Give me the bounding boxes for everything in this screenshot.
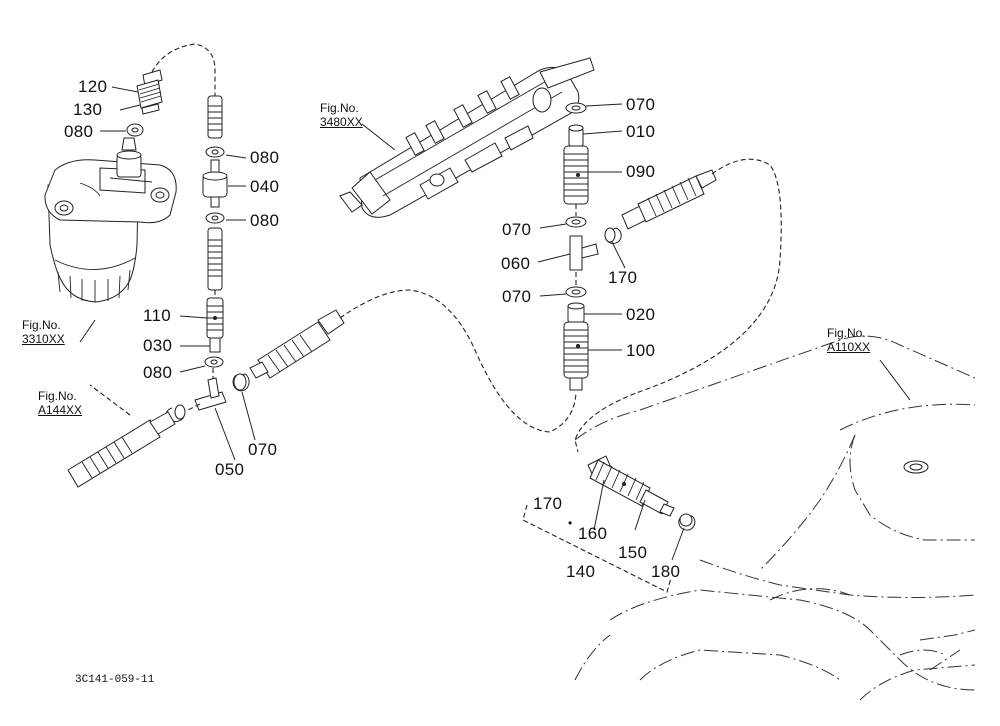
fuel-line-path-lower (340, 290, 576, 432)
fuel-filter-assembly (45, 138, 176, 342)
part-label-080-a: 080 (64, 122, 94, 141)
part-label-160: 160 (578, 524, 608, 543)
fig-ref-prefix: Fig.No. (320, 101, 359, 115)
fig-ref-code: 3310XX (22, 332, 65, 346)
fig-ref-prefix: Fig.No. (22, 318, 61, 332)
part-label-100: 100 (626, 341, 656, 360)
fuel-tank-outline (575, 336, 975, 700)
right-vertical-hose-chain (538, 103, 622, 390)
part-label-080-b: 080 (250, 148, 280, 167)
upper-right-hose (575, 159, 781, 452)
part-label-070-c: 070 (502, 220, 532, 239)
fig-ref-code: A110XX (827, 340, 871, 354)
part-label-090: 090 (626, 162, 656, 181)
part-label-010: 010 (626, 122, 656, 141)
part-label-080-d: 080 (143, 363, 173, 382)
part-label-130: 130 (73, 100, 103, 119)
fig-ref-code: 3480XX (320, 115, 363, 129)
return-hose-set (523, 456, 695, 592)
part-label-170-upper: 170 (608, 268, 638, 287)
fig-ref-prefix: Fig.No. (38, 389, 77, 403)
fig-ref-a144[interactable]: Fig.No. A144XX (38, 389, 82, 417)
part-label-080-c: 080 (250, 211, 280, 230)
left-tee-and-hoses (68, 310, 344, 487)
fig-ref-3480[interactable]: Fig.No. 3480XX (320, 101, 363, 129)
part-label-070-a: 070 (248, 440, 278, 459)
common-rail (340, 58, 594, 217)
left-vertical-hose-chain (152, 44, 246, 380)
fig-ref-3310[interactable]: Fig.No. 3310XX (22, 318, 65, 346)
set-bullet: • (568, 516, 573, 530)
part-label-180: 180 (651, 562, 681, 581)
part-label-050: 050 (215, 460, 245, 479)
bleeder-connector (100, 70, 162, 136)
part-label-070-d: 070 (502, 287, 532, 306)
fig-ref-prefix: Fig.No. (827, 326, 866, 340)
part-label-150: 150 (618, 543, 648, 562)
part-label-140: 140 (566, 562, 596, 581)
drawing-code: 3C141-059-11 (75, 674, 155, 686)
part-label-120: 120 (78, 77, 108, 96)
fig-ref-code: A144XX (38, 403, 83, 417)
part-label-060: 060 (501, 254, 531, 273)
part-label-020: 020 (626, 305, 656, 324)
part-label-040: 040 (250, 177, 280, 196)
fig-ref-a110[interactable]: Fig.No. A110XX (827, 326, 870, 354)
part-label-070-b: 070 (626, 95, 656, 114)
part-label-170-set: 170 (533, 494, 563, 513)
part-label-110: 110 (143, 306, 172, 325)
part-label-030: 030 (143, 336, 173, 355)
